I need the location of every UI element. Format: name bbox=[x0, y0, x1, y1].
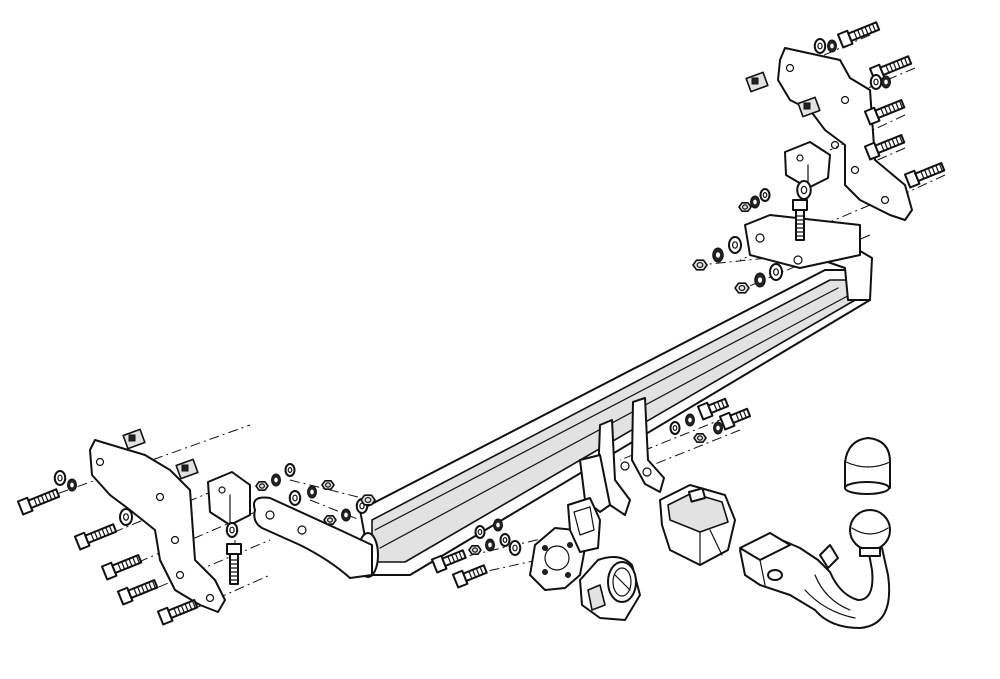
hex-bolt-icon bbox=[451, 564, 488, 589]
hex-bolt-icon bbox=[903, 162, 946, 189]
washer-icon bbox=[728, 236, 742, 254]
receiver-housing bbox=[659, 484, 736, 566]
washer-icon bbox=[796, 180, 812, 200]
clip-nut-icon bbox=[745, 71, 769, 93]
hex-bolt-icon bbox=[863, 134, 906, 161]
hex-bolt-icon bbox=[156, 599, 199, 626]
washer-icon bbox=[119, 508, 133, 526]
right-side-arm bbox=[744, 214, 861, 269]
spring-washer-icon bbox=[341, 508, 351, 522]
spring-washer-icon bbox=[881, 75, 891, 89]
spring-washer-icon bbox=[271, 473, 281, 487]
hex-nut-icon bbox=[738, 202, 752, 212]
hex-nut-icon bbox=[692, 259, 708, 271]
washer-icon bbox=[474, 525, 486, 539]
spring-washer-icon bbox=[712, 247, 724, 263]
left-mounting-plate bbox=[89, 439, 226, 613]
spring-washer-icon bbox=[67, 478, 77, 492]
washer-icon bbox=[669, 421, 681, 435]
bolt-group bbox=[16, 21, 946, 626]
electrical-socket bbox=[579, 555, 641, 621]
hex-bolt-icon bbox=[718, 407, 752, 431]
washer-icon bbox=[284, 463, 296, 477]
clip-nut-icon bbox=[122, 428, 146, 450]
towball bbox=[739, 509, 891, 629]
clip-nut-group bbox=[122, 71, 821, 480]
clip-nut-icon bbox=[175, 458, 199, 480]
spring-washer-icon bbox=[827, 39, 837, 53]
washer-icon bbox=[508, 540, 522, 556]
hex-nut-icon bbox=[468, 544, 482, 556]
left-side-arm bbox=[253, 496, 373, 579]
hex-bolt-icon bbox=[226, 543, 242, 585]
hex-bolt-icon bbox=[696, 397, 730, 421]
washer-icon bbox=[759, 188, 771, 202]
spring-washer-icon bbox=[750, 195, 760, 209]
hex-nut-icon bbox=[321, 479, 335, 491]
socket-mounting-plate bbox=[529, 497, 601, 591]
hex-nut-icon bbox=[255, 480, 269, 492]
spring-washer-icon bbox=[485, 538, 495, 552]
spring-washer-icon bbox=[754, 272, 766, 288]
hex-bolt-icon bbox=[73, 523, 118, 551]
washer-icon bbox=[225, 522, 239, 538]
washer-icon bbox=[813, 38, 827, 54]
angle-bracket-left bbox=[207, 471, 251, 526]
hex-bolt-icon bbox=[16, 488, 61, 516]
hex-nut-icon bbox=[734, 282, 750, 294]
angle-bracket-right bbox=[784, 141, 831, 189]
hex-bolt-icon bbox=[100, 554, 143, 581]
hex-bolt-icon bbox=[792, 199, 808, 241]
spring-washer-icon bbox=[685, 413, 695, 427]
washer-icon bbox=[53, 470, 67, 486]
spring-washer-icon bbox=[493, 518, 503, 532]
hex-bolt-icon bbox=[116, 579, 159, 606]
washer-nut-group bbox=[53, 38, 891, 556]
clip-nut-icon bbox=[797, 96, 821, 118]
spring-washer-icon bbox=[307, 485, 317, 499]
hex-nut-icon bbox=[693, 432, 707, 444]
hex-nut-icon bbox=[360, 494, 376, 506]
hex-bolt-icon bbox=[430, 549, 467, 574]
hex-bolt-icon bbox=[836, 21, 881, 49]
hex-bolt-icon bbox=[863, 99, 906, 126]
washer-icon bbox=[869, 74, 883, 90]
washer-icon bbox=[288, 490, 302, 506]
washer-icon bbox=[769, 263, 783, 281]
hex-nut-icon bbox=[323, 514, 337, 526]
washer-icon bbox=[499, 533, 511, 547]
spring-washer-icon bbox=[713, 421, 723, 435]
crossbar-beam bbox=[357, 244, 873, 578]
ball-cover-cap bbox=[844, 437, 891, 495]
